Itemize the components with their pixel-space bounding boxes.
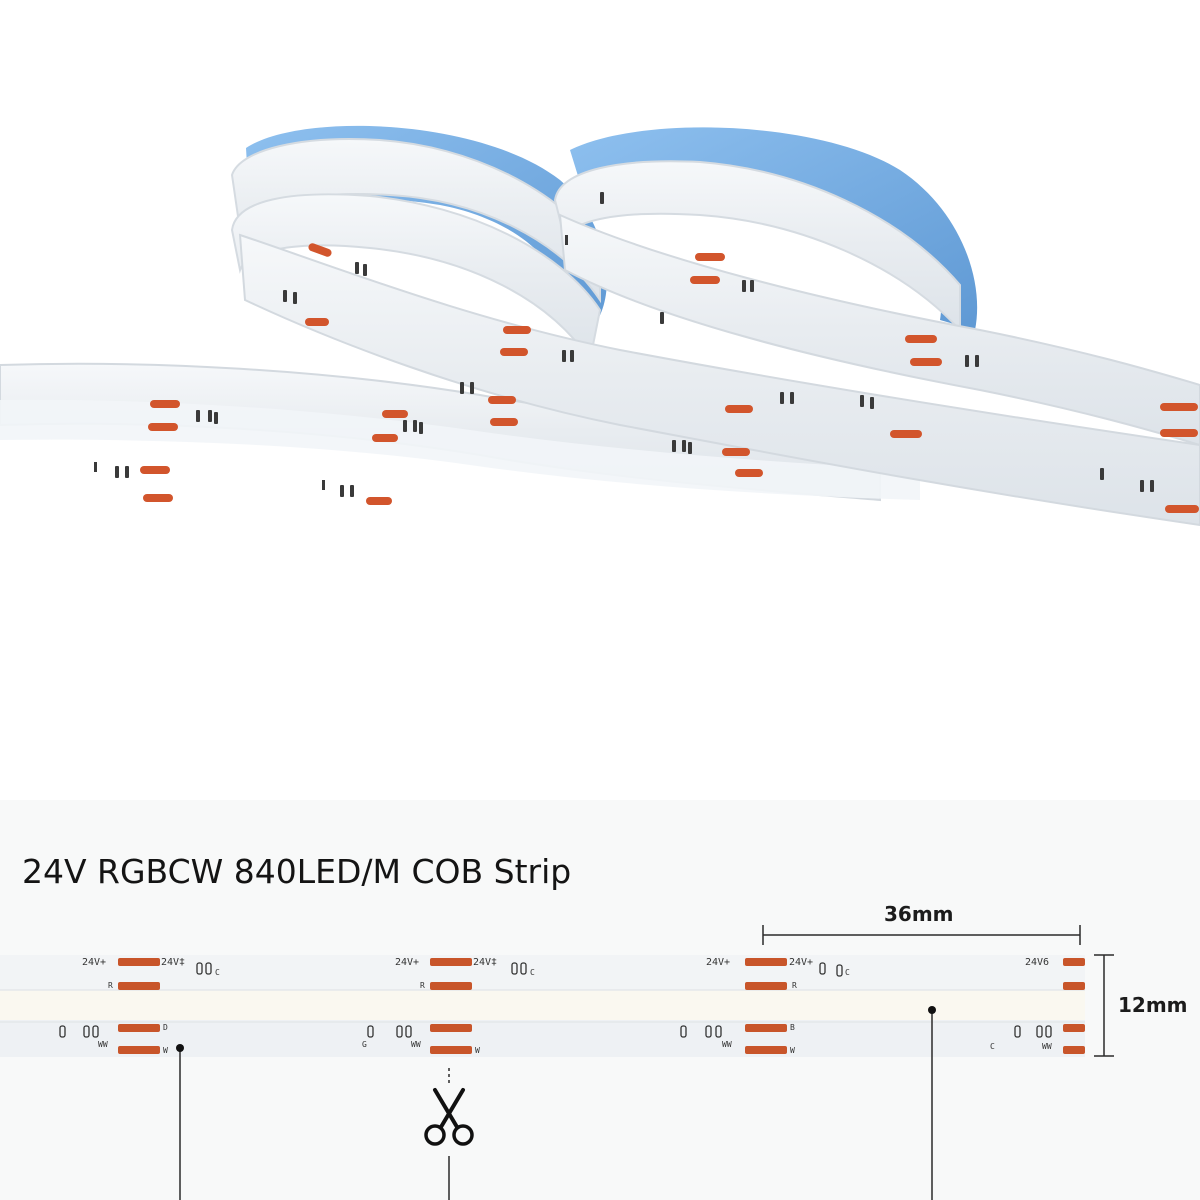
silk-label-voltage: 24V+: [82, 957, 107, 968]
silk-label-pad: C: [845, 968, 850, 977]
silk-label-voltage: 24V6: [1025, 957, 1050, 968]
copper-pads: [118, 958, 1085, 1054]
silk-label-voltage: 24V+: [706, 957, 731, 968]
silk-label-pad: WW: [722, 1040, 732, 1049]
strip-diffuser-band: [0, 990, 1085, 1020]
strip-upper-band: [0, 955, 1085, 991]
silk-label-pad: G: [362, 1040, 367, 1049]
width-dimension-line: [1094, 954, 1114, 1057]
product-title: 24V RGBCW 840LED/M COB Strip: [22, 852, 572, 891]
silk-label-pad: W: [163, 1046, 168, 1055]
silk-label-voltage: 24V+: [395, 957, 420, 968]
silk-label-pad: R: [792, 981, 797, 990]
silk-label-pad: WW: [411, 1040, 421, 1049]
silk-label-pad: W: [475, 1046, 480, 1055]
dimension-diagram: 24V RGBCW 840LED/M COB Strip: [0, 800, 1200, 1200]
silk-label-pad: R: [420, 981, 425, 990]
width-dimension-label: 12mm: [1118, 993, 1188, 1017]
silk-label-pad: WW: [1042, 1042, 1052, 1051]
silk-label-pad: D: [163, 1023, 168, 1032]
silk-label-pad: B: [790, 1023, 795, 1032]
strip-components: [94, 192, 1154, 497]
silk-label-pad: W: [790, 1046, 795, 1055]
silk-label-pad: R: [108, 981, 113, 990]
pitch-dimension-label: 36mm: [884, 902, 954, 926]
leader-dot-left: [176, 1044, 184, 1052]
silk-label-pad: WW: [98, 1040, 108, 1049]
scissors-icon: [424, 1088, 474, 1146]
silk-label-pad: C: [990, 1042, 995, 1051]
strip-loop-right: [553, 127, 978, 333]
silk-label-pad: C: [530, 968, 535, 977]
silk-label-voltage: 24V‡: [161, 957, 186, 968]
silk-label-voltage: 24V+: [789, 957, 814, 968]
pitch-dimension-line: [762, 925, 1081, 945]
leader-dot-right: [928, 1006, 936, 1014]
silk-label-voltage: 24V‡: [473, 957, 498, 968]
leader-lines: [179, 1010, 933, 1200]
product-photo-coiled-strip: [0, 125, 1200, 527]
silk-label-pad: C: [215, 968, 220, 977]
strip-diagram: [0, 925, 1114, 1200]
diagram-components: [59, 962, 1052, 1038]
strip-front-run: [0, 213, 1200, 527]
strip-led-chips: [140, 243, 1199, 513]
